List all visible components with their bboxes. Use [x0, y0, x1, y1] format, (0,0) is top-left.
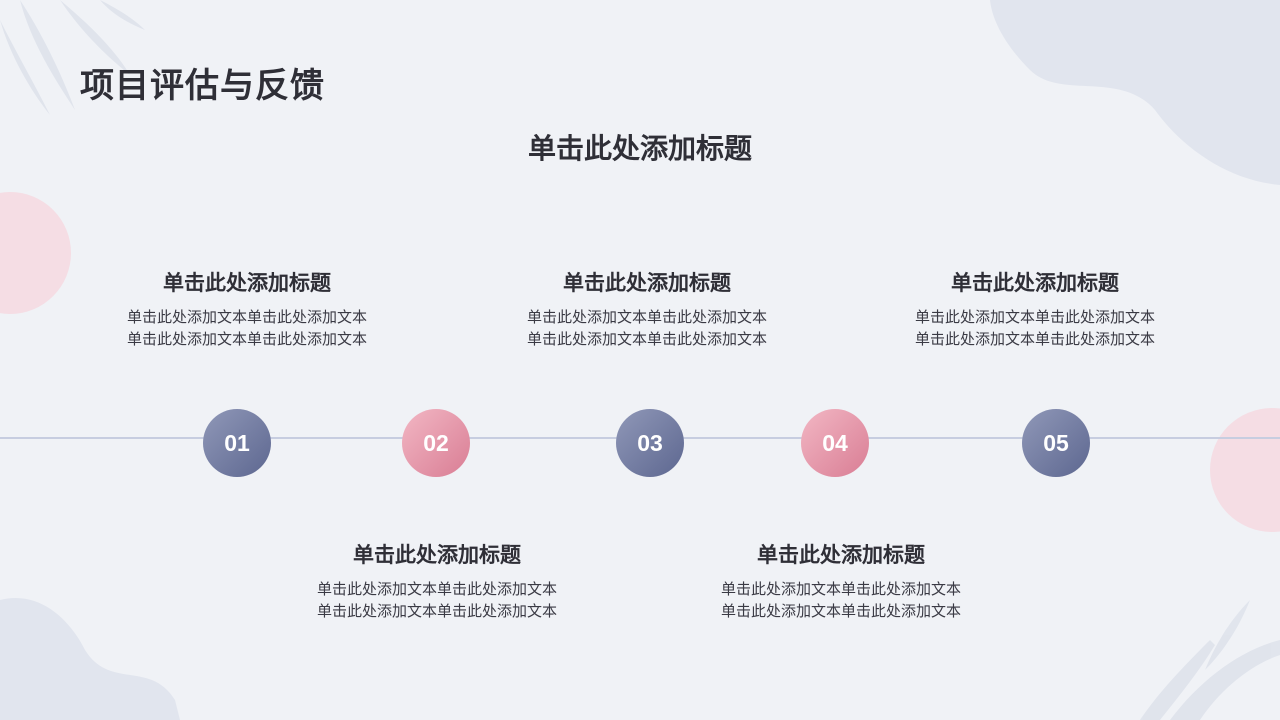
step-text-line: 单击此处添加文本单击此处添加文本	[691, 600, 991, 622]
step-item-01: 单击此处添加标题 单击此处添加文本单击此处添加文本 单击此处添加文本单击此处添加…	[97, 269, 397, 350]
step-text-line: 单击此处添加文本单击此处添加文本	[287, 578, 587, 600]
step-heading: 单击此处添加标题	[497, 269, 797, 297]
step-node-01: 01	[203, 409, 271, 477]
step-item-05: 单击此处添加标题 单击此处添加文本单击此处添加文本 单击此处添加文本单击此处添加…	[885, 269, 1185, 350]
step-text-line: 单击此处添加文本单击此处添加文本	[691, 578, 991, 600]
step-heading: 单击此处添加标题	[287, 541, 587, 569]
step-text-line: 单击此处添加文本单击此处添加文本	[885, 306, 1185, 328]
step-text-line: 单击此处添加文本单击此处添加文本	[497, 328, 797, 350]
slide-subtitle: 单击此处添加标题	[0, 127, 1280, 167]
step-heading: 单击此处添加标题	[691, 541, 991, 569]
step-heading: 单击此处添加标题	[97, 269, 397, 297]
step-text-line: 单击此处添加文本单击此处添加文本	[97, 328, 397, 350]
step-heading: 单击此处添加标题	[885, 269, 1185, 297]
step-item-02: 单击此处添加标题 单击此处添加文本单击此处添加文本 单击此处添加文本单击此处添加…	[287, 541, 587, 622]
step-text-line: 单击此处添加文本单击此处添加文本	[885, 328, 1185, 350]
step-node-04: 04	[801, 409, 869, 477]
step-node-03: 03	[616, 409, 684, 477]
step-node-05: 05	[1022, 409, 1090, 477]
slide-title: 项目评估与反馈	[80, 58, 325, 107]
step-item-03: 单击此处添加标题 单击此处添加文本单击此处添加文本 单击此处添加文本单击此处添加…	[497, 269, 797, 350]
step-text-line: 单击此处添加文本单击此处添加文本	[497, 306, 797, 328]
step-text-line: 单击此处添加文本单击此处添加文本	[97, 306, 397, 328]
step-item-04: 单击此处添加标题 单击此处添加文本单击此处添加文本 单击此处添加文本单击此处添加…	[691, 541, 991, 622]
step-node-02: 02	[402, 409, 470, 477]
step-text-line: 单击此处添加文本单击此处添加文本	[287, 600, 587, 622]
